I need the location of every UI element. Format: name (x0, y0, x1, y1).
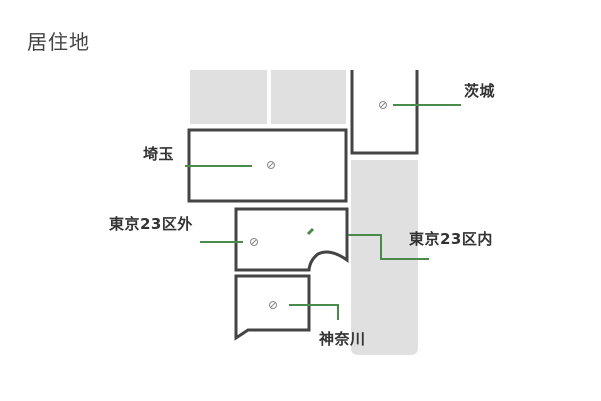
marker-tokyo-outside (250, 238, 258, 246)
label-kanagawa: 神奈川 (319, 330, 366, 348)
leader-kanagawa (289, 304, 339, 320)
map-title: 居住地 (27, 30, 90, 54)
label-ibaraki: 茨城 (464, 82, 496, 100)
region-tokyo-outside-outline[interactable] (234, 207, 349, 272)
label-saitama: 埼玉 (143, 145, 175, 163)
marker-kanagawa (269, 301, 277, 309)
region-ibaraki-outline[interactable] (350, 70, 419, 155)
label-tokyo-outside: 東京23区外 (109, 215, 193, 233)
marker-ibaraki (379, 101, 387, 109)
gray-strip-right (351, 160, 418, 355)
gray-block-top-left (190, 70, 267, 124)
marker-tokyo-inside (306, 227, 315, 236)
leader-tokyo-inside (348, 234, 429, 260)
marker-saitama (267, 161, 275, 169)
region-kanagawa-outline[interactable] (234, 274, 311, 341)
gray-block-top-right (271, 70, 346, 124)
label-tokyo-inside: 東京23区内 (409, 230, 493, 248)
